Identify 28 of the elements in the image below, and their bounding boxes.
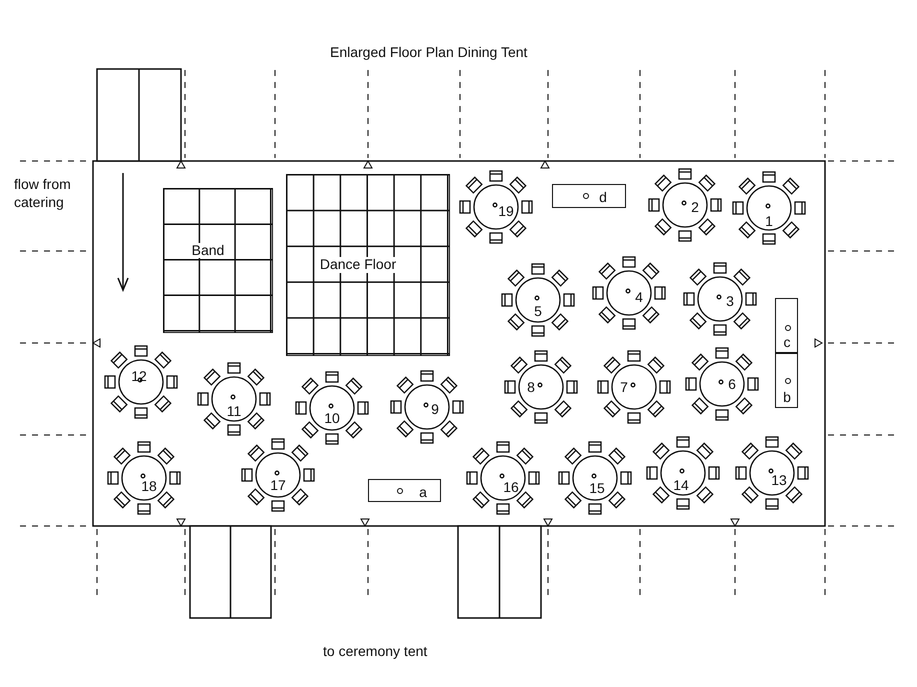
plan-title: Enlarged Floor Plan Dining Tent [330,44,528,60]
table-number: 1 [765,214,773,228]
rectangular-table: b [775,353,798,408]
table-number: 9 [431,402,439,416]
table-number: 2 [691,200,699,214]
table-number: 18 [141,479,157,493]
table-number: 14 [673,478,689,492]
band-stage [163,188,273,333]
rectangular-table: a [368,479,441,502]
dance-floor [286,174,450,356]
table-number: 16 [503,480,519,494]
table-number: 19 [498,204,514,218]
table-number: 10 [324,411,340,425]
table-number: 11 [226,404,242,418]
note-text: flow from catering [14,175,72,211]
table-number: 5 [534,304,542,318]
table-number: 17 [270,478,286,492]
table-number: 8 [527,380,535,394]
table-number: 6 [728,377,736,391]
table-number: 4 [635,290,643,304]
table-number: 7 [620,380,628,394]
rectangular-table: d [552,184,626,208]
note-text: to ceremony tent [323,642,428,660]
rectangular-table: c [775,298,798,353]
area-label: Band [190,242,226,258]
table-number: 15 [589,481,605,495]
table-number: 13 [771,473,787,487]
table-number: 3 [726,294,734,308]
